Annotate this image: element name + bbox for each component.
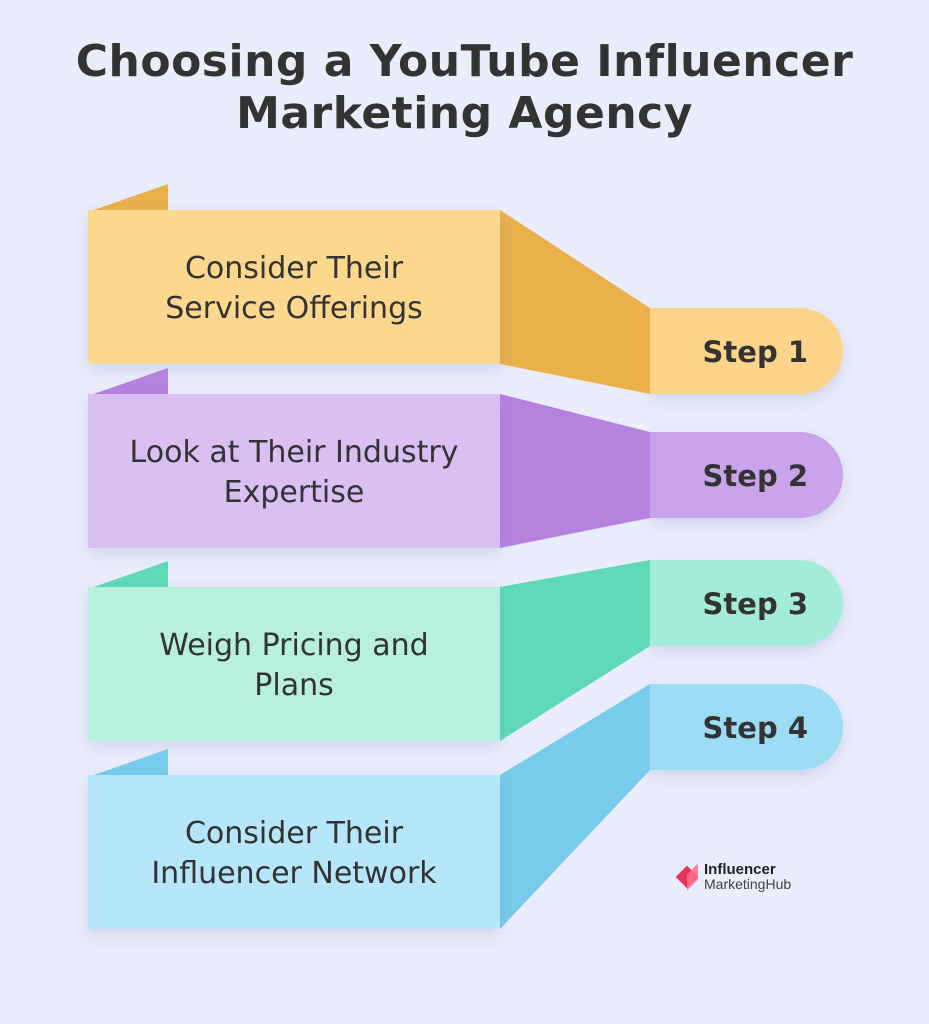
step-4-tab: [650, 684, 843, 770]
step-3-tab: [650, 560, 843, 646]
step-1-title-line: Consider Their: [185, 251, 404, 286]
step-4-connector: [500, 684, 650, 929]
title-line-2: Marketing Agency: [236, 88, 693, 139]
step-4-fold-flap: [88, 749, 168, 777]
step-1-title-line: Service Offerings: [165, 291, 423, 326]
step-4-label: Step 4: [703, 711, 808, 745]
step-3-panel: [88, 587, 500, 741]
step-1-panel: [88, 210, 500, 364]
infographic-title: Choosing a YouTube Influencer Marketing …: [0, 36, 929, 140]
step-1-tab: [650, 308, 843, 394]
step-3-title-line: Plans: [254, 668, 333, 703]
step-2-fold-flap: [88, 368, 168, 396]
step-3-label: Step 3: [703, 587, 808, 621]
step-3-title-line: Weigh Pricing and: [159, 628, 428, 663]
logo-line-2: MarketingHub: [704, 876, 792, 892]
step-3-fold-flap: [88, 561, 168, 589]
logo-line-1: Influencer: [704, 861, 776, 878]
step-3-connector: [500, 560, 650, 741]
step-4-panel: [88, 775, 500, 929]
influencer-marketing-hub-logo: Influencer MarketingHub: [676, 860, 791, 894]
step-2-title-line: Expertise: [224, 475, 365, 510]
step-4-title-line: Influencer Network: [151, 856, 437, 891]
step-4-title-line: Consider Their: [185, 816, 404, 851]
step-2-panel: [88, 394, 500, 548]
step-2-label: Step 2: [703, 459, 808, 493]
step-1-fold-flap: [88, 184, 168, 212]
step-2-tab: [650, 432, 843, 518]
title-line-1: Choosing a YouTube Influencer: [75, 36, 854, 87]
logo-mark-icon: [676, 866, 698, 888]
step-2-title-line: Look at Their Industry: [130, 435, 459, 470]
step-2-connector: [500, 394, 650, 548]
step-1-connector: [500, 210, 650, 394]
step-1-label: Step 1: [703, 335, 808, 369]
